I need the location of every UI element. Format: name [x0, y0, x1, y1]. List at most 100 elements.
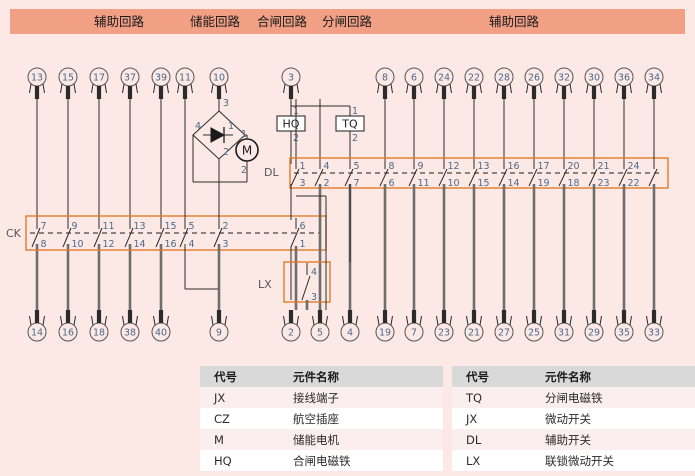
ck-pole-3-top-num: 13 — [134, 221, 146, 232]
ck-pole-7-blade — [290, 227, 300, 248]
bottom-terminal-33-label: 33 — [648, 327, 660, 338]
coil-label-TQ: TQ — [341, 118, 358, 131]
top-terminal-6-label: 6 — [411, 72, 417, 83]
top-terminal-34-prong-right — [659, 83, 662, 94]
top-terminal-39-prong-left — [153, 83, 156, 94]
legend-left-header-code: 代号 — [200, 366, 279, 387]
lx-blade — [301, 275, 311, 301]
legend-right-row-3: LX 联锁微动开关 — [452, 450, 695, 471]
bottom-terminal-19-label: 19 — [379, 327, 391, 338]
top-terminal-10-prong-left — [211, 83, 214, 94]
ck-pole-4-blade — [155, 227, 165, 248]
bottom-terminal-25-prong-left — [526, 315, 529, 326]
dl-pole-0-bottom-num: 3 — [300, 178, 306, 189]
dl-pole-1-blade — [314, 168, 324, 187]
top-terminal-11-prong-right — [190, 83, 193, 94]
top-terminal-3-prong-left — [283, 83, 286, 94]
bottom-terminal-21-prong-right — [479, 315, 482, 326]
motor-term-top: 1 — [241, 129, 247, 140]
motor-label: M — [242, 144, 252, 158]
bottom-terminal-2-prong-right — [296, 315, 299, 326]
top-terminal-8-prong-left — [377, 83, 380, 94]
top-terminal-15-prong-left — [60, 83, 63, 94]
legend-right-code-2: DL — [452, 429, 531, 450]
bottom-terminal-40-prong-left — [153, 315, 156, 326]
legend-right-header-row: 代号 元件名称 — [452, 366, 695, 387]
bottom-terminal-5-prong-left — [312, 315, 315, 326]
bottom-terminal-19-prong-left — [377, 315, 380, 326]
legend-right-name-3: 联锁微动开关 — [531, 450, 695, 471]
dl-pole-8-bottom-num: 19 — [538, 178, 550, 189]
ck-pole-4-bottom-num: 16 — [165, 239, 177, 250]
header-label-1: 储能回路 — [190, 14, 241, 29]
top-terminal-36-prong-right — [629, 83, 632, 94]
top-terminal-17-label: 17 — [93, 72, 105, 83]
lx-label: LX — [258, 278, 272, 291]
ck-pole-1-top-num: 9 — [72, 221, 78, 232]
top-terminal-17-prong-left — [91, 83, 94, 94]
lx-term-bottom: 3 — [311, 292, 317, 303]
top-terminal-15-prong-right — [73, 83, 76, 94]
bottom-terminal-18-prong-left — [91, 315, 94, 326]
legend-table-right: 代号 元件名称 TQ 分闸电磁铁 JX 微动开关 DL 辅助开关 LX 联锁微动… — [452, 366, 695, 471]
legend-left-row-0: JX 接线端子 — [200, 387, 443, 408]
header-label-2: 合闸回路 — [257, 14, 308, 29]
bottom-terminal-21-prong-left — [466, 315, 469, 326]
dl-box — [289, 157, 669, 189]
bottom-terminal-14-label: 14 — [31, 327, 43, 338]
bottom-terminal-16-prong-left — [60, 315, 63, 326]
legend-right-name-2: 辅助开关 — [531, 429, 695, 450]
legend-right-row-2: DL 辅助开关 — [452, 429, 695, 450]
bottom-terminal-9-prong-right — [224, 315, 227, 326]
top-terminal-10-prong-right — [224, 83, 227, 94]
bottom-terminal-33-prong-right — [659, 315, 662, 326]
top-terminal-26-prong-left — [526, 83, 529, 94]
top-terminal-11-label: 11 — [179, 72, 191, 83]
bottom-terminal-5-prong-right — [325, 315, 328, 326]
dl-pole-4-bottom-num: 11 — [418, 178, 430, 189]
dl-pole-654-blade — [648, 168, 658, 187]
bottom-terminal-2-label: 2 — [288, 327, 294, 338]
ck-pole-6-top-num: 2 — [223, 221, 229, 232]
legend-left-row-3: HQ 合闸电磁铁 — [200, 450, 443, 471]
top-terminal-15-label: 15 — [62, 72, 74, 83]
top-terminal-11-prong-left — [177, 83, 180, 94]
dl-pole-4-blade — [408, 168, 418, 187]
ck-pole-5-bottom-num: 4 — [189, 239, 195, 250]
top-terminal-30-prong-left — [586, 83, 589, 94]
legend-right-name-1: 微动开关 — [531, 408, 695, 429]
bottom-terminal-35-label: 35 — [618, 327, 630, 338]
legend-left-header-row: 代号 元件名称 — [200, 366, 443, 387]
bottom-terminal-2-prong-left — [283, 315, 286, 326]
top-terminal-32-prong-right — [569, 83, 572, 94]
dl-pole-5-blade — [438, 168, 448, 187]
dl-pole-4-top-num: 9 — [418, 161, 424, 172]
dl-pole-6-top-num: 13 — [478, 161, 490, 172]
bottom-terminal-16-prong-right — [73, 315, 76, 326]
section-header-bar — [10, 9, 685, 34]
coil-term-bottom-TQ: 2 — [352, 133, 358, 144]
bottom-terminal-4-label: 4 — [347, 327, 353, 338]
top-terminal-36-label: 36 — [618, 72, 630, 83]
legend-right-code-3: LX — [452, 450, 531, 471]
top-terminal-26-label: 26 — [528, 72, 540, 83]
legend-left-code-2: M — [200, 429, 279, 450]
legend-left-name-0: 接线端子 — [279, 387, 443, 408]
bottom-terminal-18-label: 18 — [93, 327, 105, 338]
top-terminal-26-prong-right — [539, 83, 542, 94]
ck-pole-0-blade — [31, 227, 41, 248]
coil-term-top-TQ: 1 — [352, 106, 358, 117]
bottom-terminal-27-prong-left — [496, 315, 499, 326]
dl-pole-10-top-num: 21 — [598, 161, 610, 172]
top-terminal-22-label: 22 — [468, 72, 480, 83]
ck-pole-7-top-num: 6 — [300, 221, 306, 232]
top-terminal-37-prong-right — [135, 83, 138, 94]
bottom-terminal-40-prong-right — [166, 315, 169, 326]
header-label-0: 辅助回路 — [94, 14, 145, 29]
bottom-terminal-14-prong-left — [29, 315, 32, 326]
ck-pole-3-bottom-num: 14 — [134, 239, 146, 250]
bottom-terminal-25-label: 25 — [528, 327, 540, 338]
legend-right-row-1: JX 微动开关 — [452, 408, 695, 429]
top-terminal-13-prong-left — [29, 83, 32, 94]
